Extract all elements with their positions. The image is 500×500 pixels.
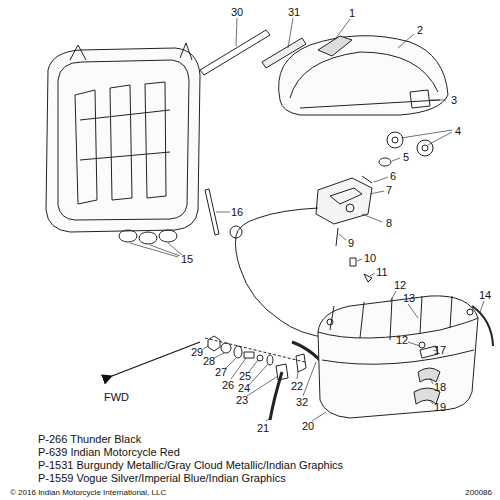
callout-number: 17	[434, 344, 446, 356]
direction-label: FWD	[104, 391, 129, 403]
callout-number: 10	[364, 252, 376, 264]
callout-number: 7	[386, 184, 392, 196]
callout-number: 18	[434, 381, 446, 393]
callout-number: 26	[222, 379, 234, 391]
callout-number: 9	[348, 237, 354, 249]
callout-number: 3	[451, 94, 457, 106]
callout-number: 22	[291, 380, 303, 392]
callout-number: 2	[417, 24, 423, 36]
callout-number: 28	[203, 355, 215, 367]
callout-number: 21	[257, 422, 269, 434]
paint-code-note: P-1559 Vogue Silver/Imperial Blue/Indian…	[38, 472, 286, 484]
callout-number: 29	[191, 346, 203, 358]
callout-number: 8	[386, 217, 392, 229]
copyright-note: © 2016 Indian Motorcycle International, …	[10, 489, 166, 498]
callout-number: 31	[288, 6, 300, 18]
paint-code-note: P-1531 Burgundy Metallic/Gray Cloud Meta…	[38, 459, 343, 471]
paint-code-note: P-266 Thunder Black	[38, 433, 141, 445]
callout-number: 15	[181, 253, 193, 265]
callout-number: 14	[479, 289, 491, 301]
callout-number: 25	[239, 370, 251, 382]
callout-number: 16	[231, 206, 243, 218]
callout-number: 11	[376, 266, 387, 278]
callout-number: 13	[403, 292, 415, 304]
callout-number: 24	[238, 382, 250, 394]
callout-number: 23	[236, 394, 248, 406]
callout-number: 1	[349, 7, 355, 19]
callout-number: 19	[434, 401, 446, 413]
callout-number: 5	[403, 151, 409, 163]
drawing-number: 200086	[465, 489, 492, 498]
paint-code-note: P-639 Indian Motorcycle Red	[38, 446, 180, 458]
callout-number: 12	[394, 279, 406, 291]
callout-number: 27	[215, 366, 227, 378]
callout-number: 32	[296, 396, 308, 408]
callout-number: 20	[302, 420, 314, 432]
callout-number: 4	[455, 125, 461, 137]
callout-number: 30	[231, 6, 243, 18]
callout-number: 12	[396, 334, 408, 346]
callout-number: 6	[390, 170, 396, 182]
